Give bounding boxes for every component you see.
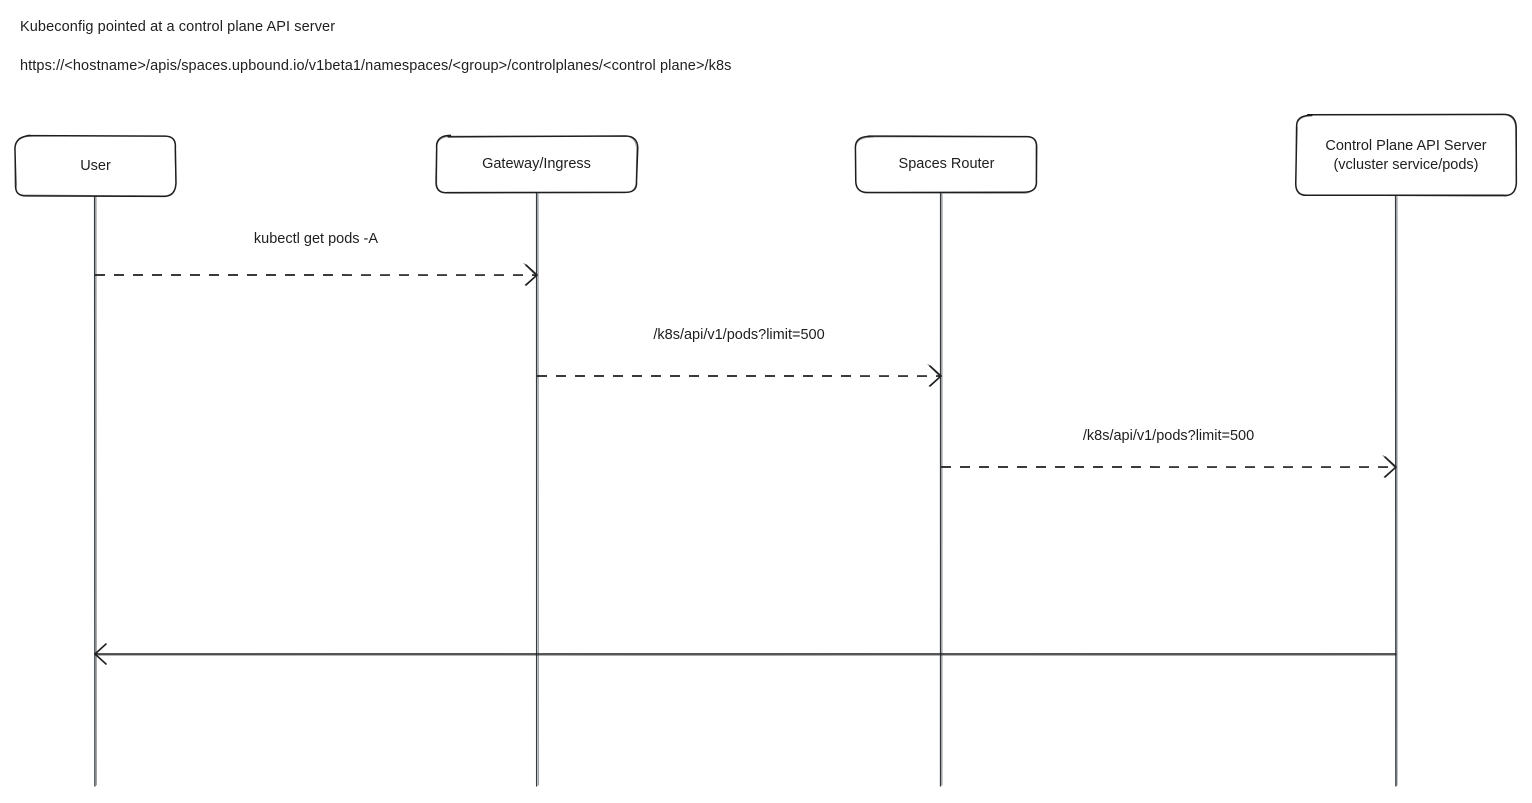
message-label-msg-router-to-apiserver: /k8s/api/v1/pods?limit=500 [1082, 428, 1255, 444]
message-msg-gateway-to-router[interactable] [536, 364, 943, 387]
messages-group [93, 263, 1398, 665]
message-msg-router-to-apiserver[interactable] [940, 455, 1398, 478]
message-label-msg-gateway-to-router: /k8s/api/v1/pods?limit=500 [653, 327, 825, 343]
message-msg-kubectl-get-pods[interactable] [94, 263, 539, 286]
message-label-msg-kubectl-get-pods: kubectl get pods -A [253, 231, 379, 247]
diagram-title: Kubeconfig pointed at a control plane AP… [20, 19, 336, 35]
lifeline-user [93, 195, 97, 787]
participant-box-spaces-router[interactable] [854, 135, 1038, 194]
participant-box-user[interactable] [14, 134, 177, 198]
lifeline-spaces-router [939, 192, 943, 787]
lifeline-gateway [535, 192, 540, 787]
diagram-subtitle-url: https://<hostname>/apis/spaces.upbound.i… [20, 58, 732, 74]
lifeline-control-plane-api-server [1394, 195, 1398, 787]
message-msg-response-to-user[interactable] [93, 643, 1397, 665]
lifelines-group [93, 192, 1398, 787]
participant-box-gateway[interactable] [435, 134, 639, 194]
participant-boxes-group [14, 113, 1518, 198]
participant-box-control-plane-api-server[interactable] [1294, 113, 1518, 198]
arrowhead-msg-response-to-user [93, 643, 107, 665]
